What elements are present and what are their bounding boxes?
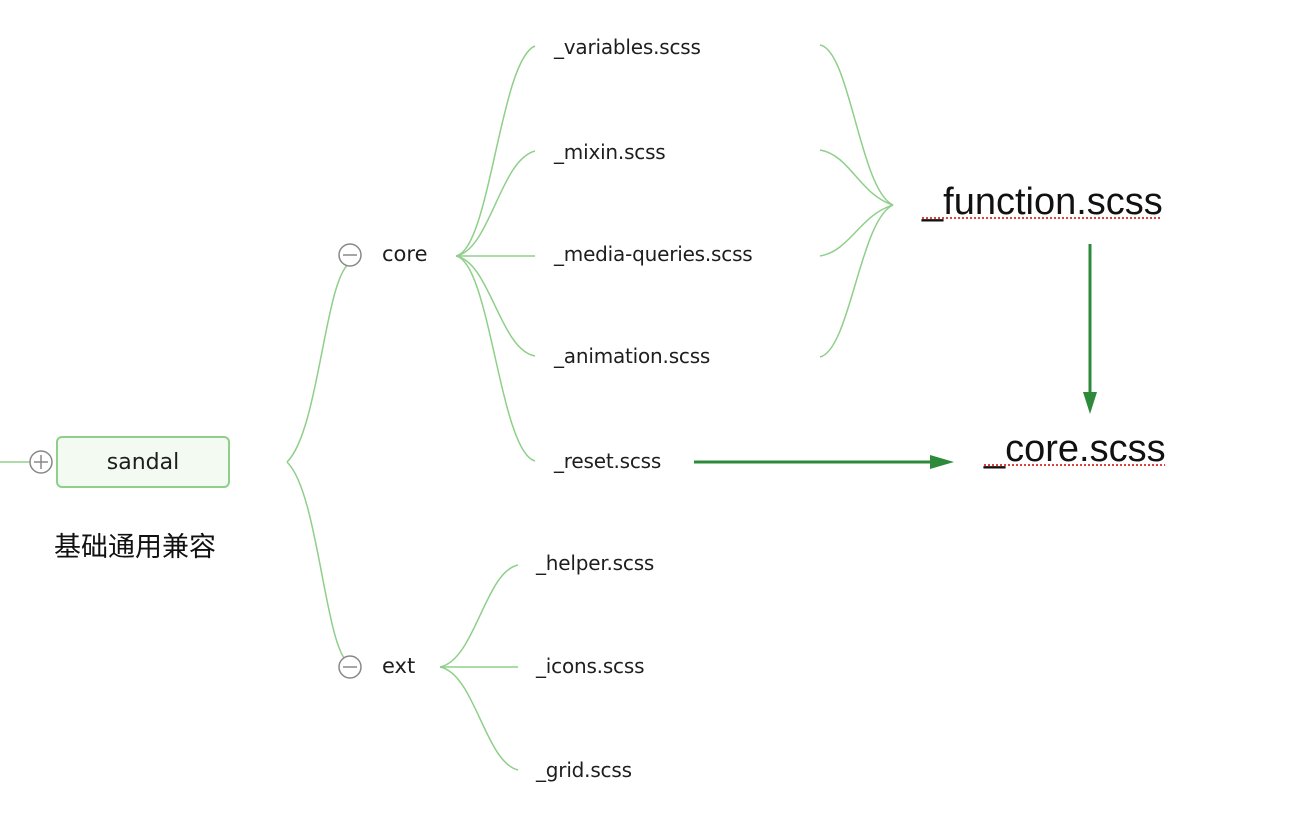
root-note: 基础通用兼容 bbox=[54, 532, 216, 563]
leaf-animation[interactable]: _animation.scss bbox=[554, 344, 711, 368]
connector-root-core bbox=[286, 261, 353, 463]
leaf-mixin[interactable]: _mixin.scss bbox=[554, 140, 666, 164]
root-node[interactable]: sandal bbox=[56, 436, 230, 488]
bracket-media-function bbox=[819, 204, 894, 257]
connector-root-ext bbox=[286, 461, 353, 666]
root-label: sandal bbox=[106, 449, 180, 475]
minus-circle-icon[interactable] bbox=[338, 243, 362, 267]
branch-ext[interactable]: ext bbox=[382, 654, 416, 678]
target-core-scss[interactable]: _core.scss bbox=[984, 428, 1166, 470]
leaf-media-queries[interactable]: _media-queries.scss bbox=[554, 242, 753, 266]
bracket-mixin-function bbox=[819, 149, 894, 206]
plus-circle-icon[interactable] bbox=[29, 450, 53, 474]
connector-core-reset bbox=[455, 255, 536, 462]
connector-core-mixin bbox=[455, 150, 536, 257]
connector-core-animation bbox=[455, 255, 536, 357]
leaf-icons[interactable]: _icons.scss bbox=[536, 654, 645, 678]
minus-circle-icon[interactable] bbox=[338, 655, 362, 679]
arrow-reset-to-core bbox=[694, 455, 954, 469]
bracket-variables-function bbox=[819, 44, 894, 206]
leaf-helper[interactable]: _helper.scss bbox=[536, 551, 655, 575]
target-function-scss[interactable]: _function.scss bbox=[922, 181, 1163, 223]
connector-ext-helper bbox=[439, 564, 519, 668]
leaf-variables[interactable]: _variables.scss bbox=[554, 35, 701, 59]
leaf-grid[interactable]: _grid.scss bbox=[536, 758, 632, 782]
leaf-reset[interactable]: _reset.scss bbox=[554, 449, 662, 473]
bracket-animation-function bbox=[819, 204, 894, 358]
arrow-function-to-core bbox=[1083, 244, 1097, 414]
connector-ext-grid bbox=[439, 666, 519, 771]
connector-core-variables bbox=[455, 45, 536, 257]
branch-core[interactable]: core bbox=[382, 242, 428, 266]
